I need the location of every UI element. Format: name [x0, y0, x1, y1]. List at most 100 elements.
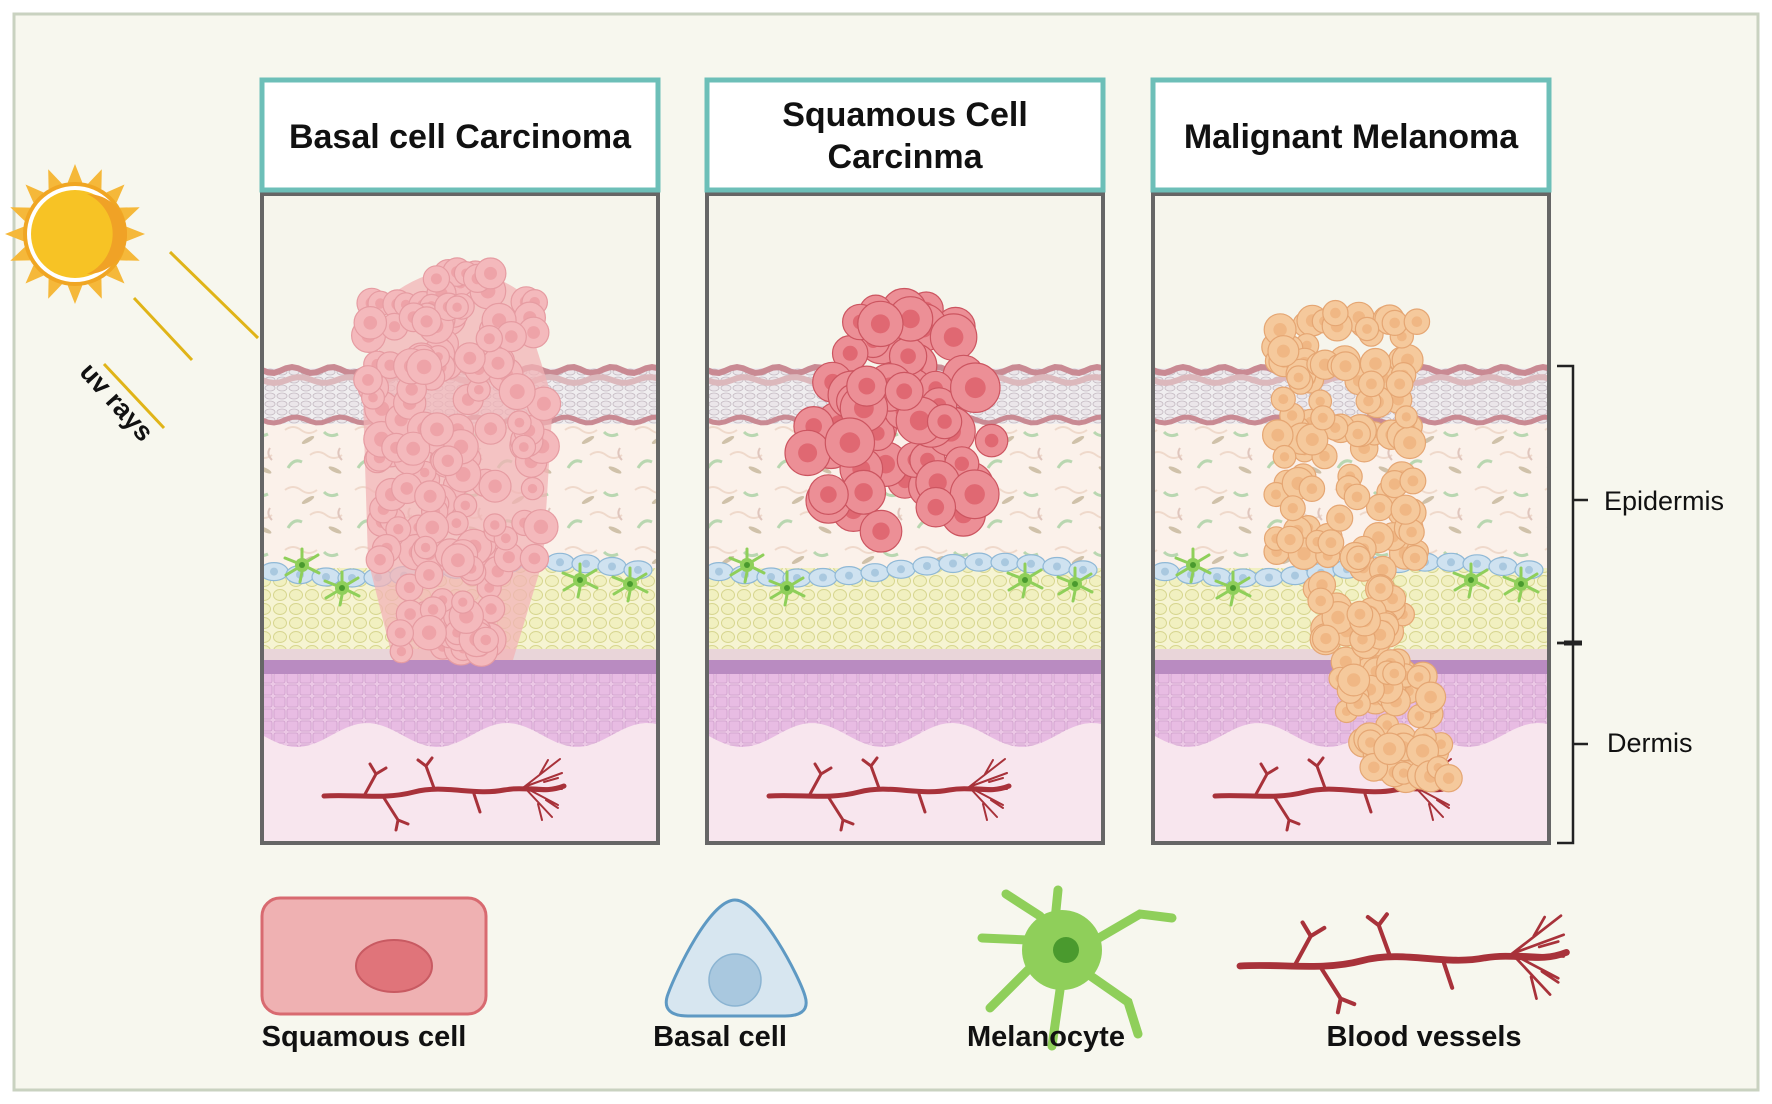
- tumor-cell: [366, 546, 394, 574]
- tumor-cell: [1345, 421, 1370, 446]
- tumor-cell: [1344, 484, 1369, 509]
- tumor-cell: [1299, 476, 1324, 501]
- tumor-cell: [1277, 526, 1304, 553]
- tumor-cell: [415, 481, 446, 512]
- sun-icon: [5, 164, 145, 304]
- tumor-cell: [1359, 371, 1385, 397]
- squamous-cell-icon: [262, 898, 486, 1014]
- tumor-cell: [476, 326, 502, 352]
- basal-cell: [546, 553, 574, 571]
- tumor-basal: [352, 258, 561, 666]
- basal-cell: [809, 569, 837, 587]
- tumor-cell: [499, 374, 535, 410]
- basal-cell: [1043, 558, 1071, 576]
- tumor-cell: [950, 470, 999, 519]
- tumor-cell: [412, 307, 441, 336]
- tumor-cell: [354, 307, 386, 339]
- legend-label-blood-vessels: Blood vessels: [1326, 1021, 1521, 1053]
- tumor-cell: [508, 411, 531, 434]
- tumor-cell: [423, 266, 449, 292]
- tumor-cell: [1331, 352, 1360, 381]
- panel-title: Basal cell Carcinoma: [289, 118, 632, 156]
- tumor-cell: [860, 510, 902, 552]
- tumor-cell: [809, 475, 849, 515]
- tumor-cell: [1368, 576, 1393, 601]
- basal-cell: [1069, 561, 1097, 579]
- tumor-cell: [1273, 446, 1296, 469]
- basal-cell: [939, 555, 967, 573]
- tumor-cell: [484, 514, 506, 536]
- tumor-cell: [1404, 309, 1429, 334]
- tumor-cell: [433, 446, 463, 476]
- tumor-cell: [1403, 546, 1428, 571]
- tumor-cell: [930, 314, 976, 360]
- tumor-cell: [858, 301, 903, 346]
- epidermis-label: Epidermis: [1604, 486, 1724, 516]
- basal-cell: [1437, 553, 1465, 571]
- tumor-cell: [1391, 495, 1420, 524]
- tumor-cell: [1338, 664, 1370, 696]
- tumor-cell: [1400, 468, 1426, 494]
- tumor-cell: [520, 544, 548, 572]
- tumor-cell: [452, 591, 474, 613]
- tumor-cell: [1395, 406, 1417, 428]
- tumor-cell: [1311, 406, 1335, 430]
- basal-cell: [1515, 561, 1543, 579]
- basal-cell: [965, 553, 993, 571]
- tumor-cell: [1394, 427, 1426, 459]
- tumor-cell: [475, 413, 506, 444]
- basal-cell: [887, 560, 915, 578]
- legend-label-squamous-cell: Squamous cell: [262, 1021, 467, 1053]
- tumor-cell: [928, 405, 962, 439]
- tumor-cell: [1318, 530, 1344, 556]
- dermis-label: Dermis: [1607, 728, 1693, 758]
- tumor-cell: [1416, 682, 1446, 712]
- tumor-cell: [1386, 371, 1412, 397]
- panel-title: Squamous Cell: [782, 96, 1028, 134]
- tumor-cell: [354, 366, 382, 394]
- basal-cell: [835, 567, 863, 585]
- tumor-cell: [1280, 496, 1305, 521]
- basal-cell: [260, 563, 288, 581]
- basal-cell: [1151, 563, 1179, 581]
- tumor-cell: [1374, 733, 1405, 764]
- basal-cell: [991, 553, 1019, 571]
- panel-title: Malignant Melanoma: [1184, 118, 1519, 156]
- tumor-cell: [1313, 625, 1340, 652]
- tumor-cell: [407, 349, 442, 384]
- diagram-panel: Basal cell Carcinoma: [260, 80, 658, 843]
- tumor-cell: [415, 561, 442, 588]
- tumor-cell: [412, 616, 446, 650]
- tumor-cell: [1268, 336, 1299, 367]
- tumor-cell: [414, 536, 436, 558]
- tumor-cell: [446, 296, 468, 318]
- basal-cell: [861, 564, 889, 582]
- legend-label-melanocyte: Melanocyte: [967, 1021, 1125, 1053]
- tumor-cell: [521, 478, 543, 500]
- basal-cell: [913, 557, 941, 575]
- tumor-cell: [421, 413, 454, 446]
- tumor-cell: [975, 424, 1007, 456]
- tumor-cell: [1308, 588, 1333, 613]
- tumor-cell: [951, 363, 1000, 412]
- tumor-cell: [916, 488, 955, 527]
- tumor-cell: [1327, 505, 1353, 531]
- tumor-cell: [825, 418, 874, 467]
- tumor-cell: [1287, 366, 1310, 389]
- basal-cell: [1255, 569, 1283, 587]
- tumor-cell: [1347, 601, 1373, 627]
- tumor-cell: [885, 372, 923, 410]
- tumor-cell: [1355, 317, 1378, 340]
- tumor-cell: [475, 258, 506, 289]
- tumor-cell: [483, 348, 514, 379]
- basal-cell: [624, 561, 652, 579]
- tumor-cell: [479, 470, 511, 502]
- tumor-cell: [1383, 662, 1406, 685]
- tumor-cell: [387, 620, 413, 646]
- basal-cell: [705, 563, 733, 581]
- tumor-cell: [1435, 765, 1462, 792]
- tumor-cell: [785, 430, 830, 475]
- tumor-cell: [1347, 546, 1370, 569]
